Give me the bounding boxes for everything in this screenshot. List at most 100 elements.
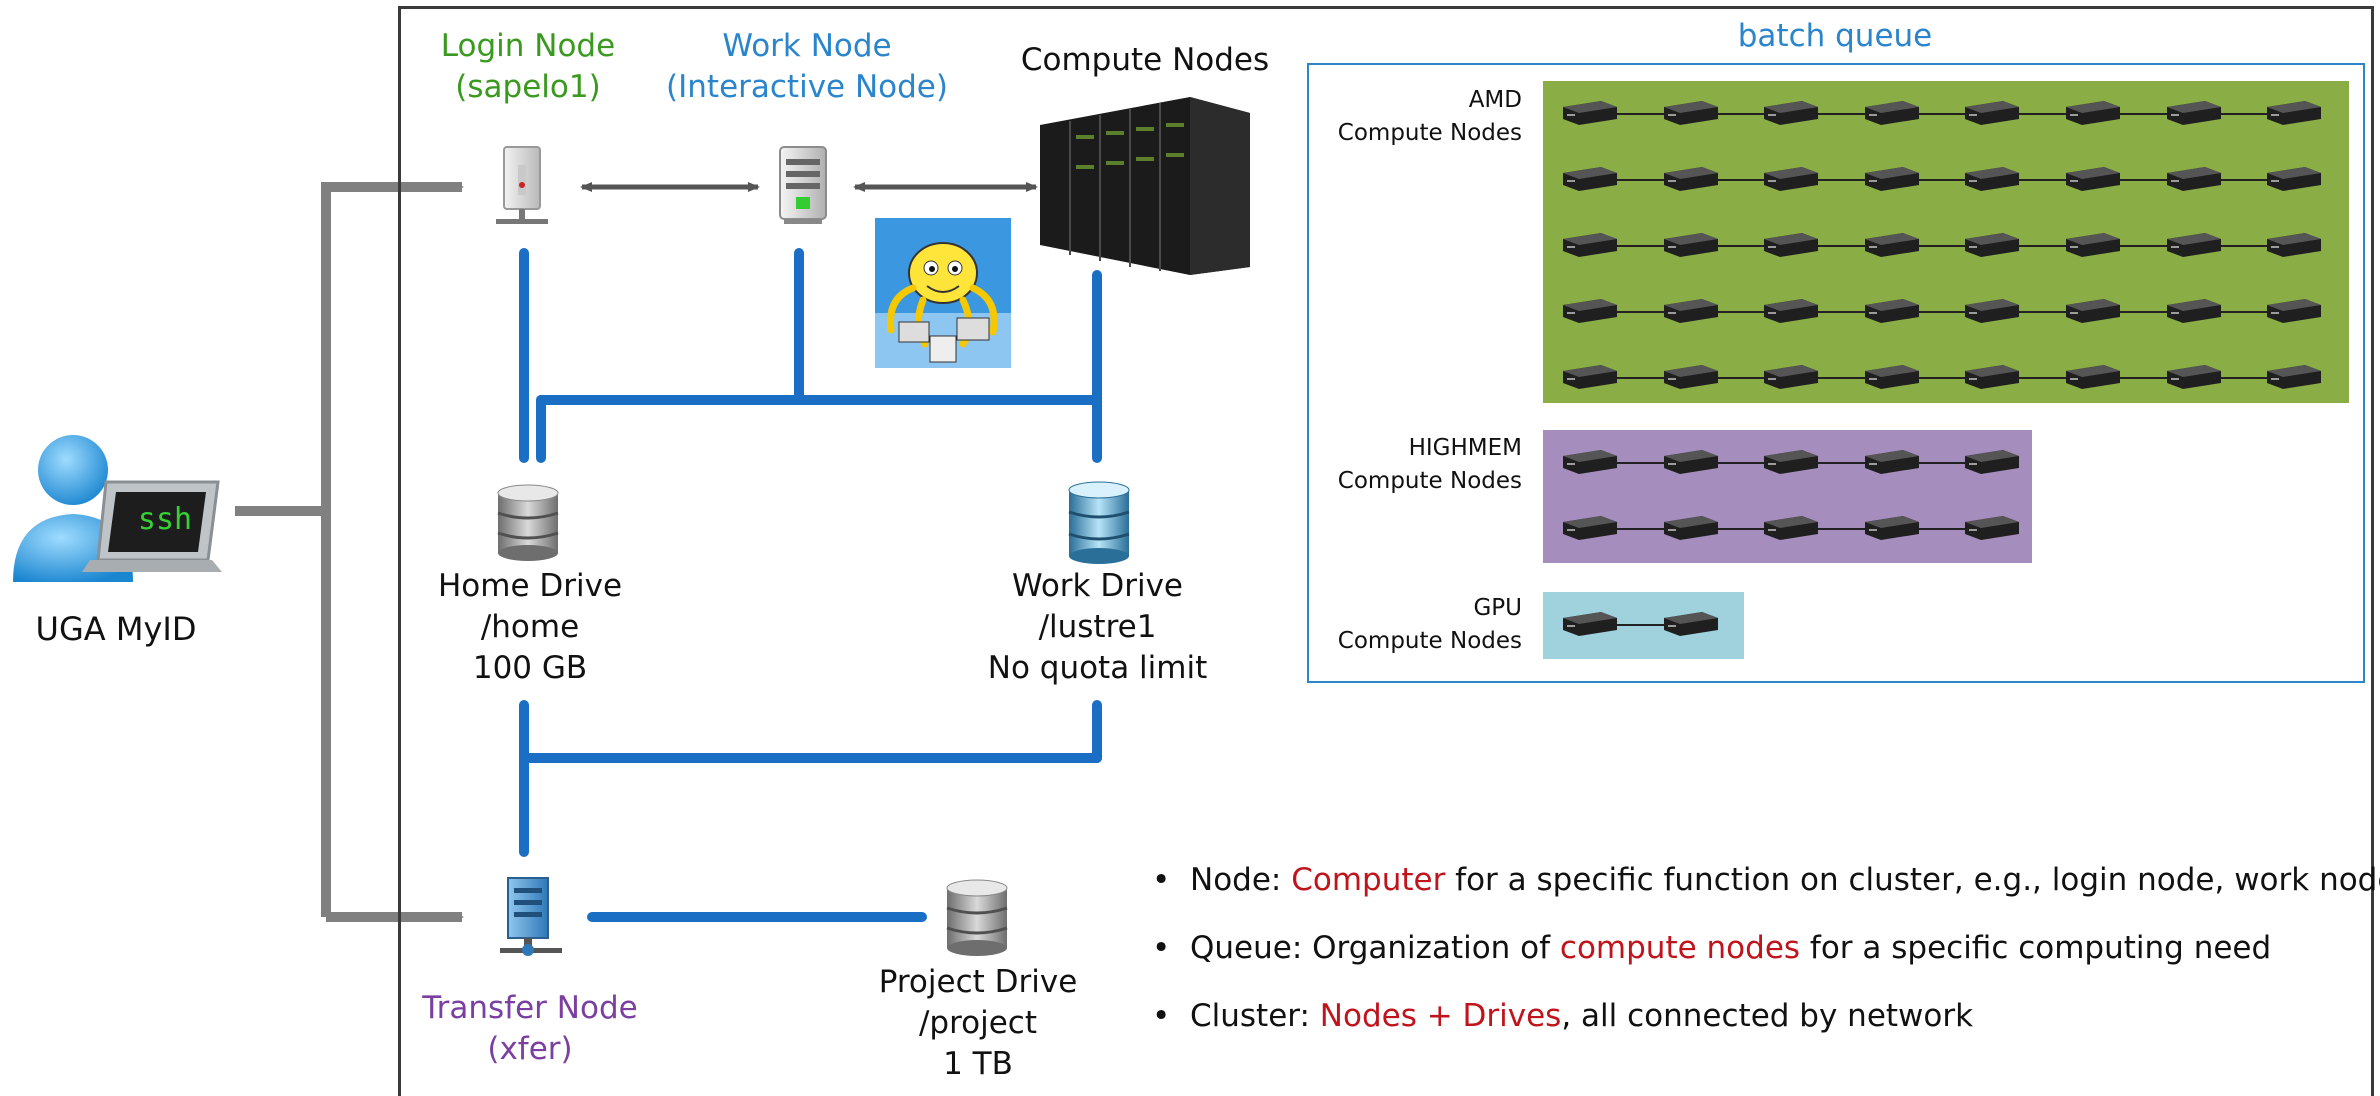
work-node-name: Work Node — [722, 28, 892, 64]
user-with-laptop-icon — [13, 435, 222, 582]
compute-node-icon — [1863, 361, 1921, 391]
transfer-node-host: (xfer) — [487, 1030, 573, 1067]
compute-node-icon — [1963, 97, 2021, 127]
node-link-line — [1591, 179, 2296, 181]
compute-node-icon — [2165, 229, 2223, 259]
home-drive-label: Home Drive /home 100 GB — [420, 566, 640, 689]
work-drive-path: /lustre1 — [1038, 608, 1157, 645]
batch-queue-title: batch queue — [1737, 18, 1933, 54]
definitions-list: Node: Computer for a specific function o… — [1148, 862, 2380, 1066]
compute-node-icon — [2064, 97, 2122, 127]
bullet-text: , all connected by network — [1561, 998, 1974, 1034]
gpu-queue-label: GPU Compute Nodes — [1300, 592, 1522, 657]
definition-queue: Queue: Organization of compute nodes for… — [1148, 930, 2380, 998]
definition-cluster: Cluster: Nodes + Drives, all connected b… — [1148, 998, 2380, 1066]
compute-node-icon — [1561, 97, 1619, 127]
compute-rack-icon — [1040, 97, 1250, 275]
bullet-text: Node: — [1190, 862, 1292, 898]
login-node-title: Login Node (sapelo1) — [428, 26, 628, 108]
node-link-line — [1591, 377, 2296, 379]
compute-node-icon — [1561, 446, 1619, 476]
amd-queue-label: AMD Compute Nodes — [1300, 84, 1522, 149]
node-link-line — [1591, 624, 1692, 626]
compute-node-icon — [1662, 446, 1720, 476]
cluster-boundary — [398, 6, 2374, 1096]
octopus-cartoon-image — [875, 218, 1011, 368]
compute-node-icon — [1662, 163, 1720, 193]
compute-node-icon — [2265, 361, 2323, 391]
ssh-connection-arrows — [235, 182, 464, 922]
compute-node-icon — [1963, 295, 2021, 325]
bullet-text: for a specific function on cluster, e.g.… — [1445, 862, 2380, 898]
home-drive-name: Home Drive — [437, 568, 623, 604]
bullet-highlight: Computer — [1291, 862, 1446, 898]
bullet-highlight: compute nodes — [1559, 930, 1801, 966]
login-server-icon — [496, 146, 548, 224]
compute-node-icon — [1662, 229, 1720, 259]
work-drive-quota: No quota limit — [987, 649, 1208, 686]
compute-node-icon — [2165, 361, 2223, 391]
compute-node-icon — [1561, 608, 1619, 638]
work-drive-label: Work Drive /lustre1 No quota limit — [960, 566, 1235, 689]
project-drive-quota: 1 TB — [943, 1045, 1013, 1082]
laptop-screen-text: ssh — [137, 502, 193, 537]
compute-node-icon — [2064, 361, 2122, 391]
compute-node-icon — [1662, 512, 1720, 542]
compute-node-icon — [1662, 608, 1720, 638]
compute-node-icon — [1561, 229, 1619, 259]
compute-node-icon — [1963, 163, 2021, 193]
compute-node-icon — [2265, 163, 2323, 193]
compute-node-icon — [1762, 163, 1820, 193]
node-link-line — [1591, 245, 2296, 247]
user-label: UGA MyID — [35, 610, 197, 648]
compute-node-icon — [2064, 295, 2122, 325]
compute-node-icon — [2064, 229, 2122, 259]
highmem-queue-label: HIGHMEM Compute Nodes — [1300, 432, 1522, 497]
compute-node-icon — [1561, 163, 1619, 193]
gpu-queue-name: GPU — [1473, 595, 1522, 621]
storage-network-lines — [519, 248, 1102, 922]
batch-queue-frame — [1307, 63, 2365, 683]
work-server-icon — [779, 146, 827, 224]
project-drive-name: Project Drive — [878, 964, 1078, 1000]
bullet-text: for a specific computing need — [1800, 930, 2272, 966]
definition-node: Node: Computer for a specific function o… — [1148, 862, 2380, 930]
compute-node-icon — [1863, 229, 1921, 259]
work-drive-icon — [1068, 481, 1130, 564]
home-drive-quota: 100 GB — [472, 649, 588, 686]
compute-node-icon — [2165, 295, 2223, 325]
amd-queue-name: AMD — [1468, 87, 1522, 113]
work-node-title: Work Node (Interactive Node) — [662, 26, 952, 108]
home-drive-icon — [497, 484, 559, 561]
compute-node-icon — [1963, 446, 2021, 476]
highmem-queue-name: HIGHMEM — [1408, 435, 1522, 461]
login-node-host: (sapelo1) — [455, 68, 601, 105]
transfer-node-title: Transfer Node (xfer) — [410, 988, 650, 1070]
compute-node-icon — [1863, 512, 1921, 542]
compute-node-icon — [1863, 163, 1921, 193]
compute-node-icon — [1963, 512, 2021, 542]
compute-node-icon — [1561, 512, 1619, 542]
compute-node-icon — [1963, 361, 2021, 391]
compute-node-icon — [1762, 229, 1820, 259]
node-link-line — [1591, 113, 2296, 115]
transfer-node-name: Transfer Node — [422, 990, 638, 1026]
work-node-desc: (Interactive Node) — [666, 68, 948, 105]
home-drive-path: /home — [480, 608, 580, 645]
compute-node-icon — [1662, 361, 1720, 391]
work-drive-name: Work Drive — [1012, 568, 1183, 604]
compute-node-icon — [1561, 295, 1619, 325]
compute-node-icon — [1863, 97, 1921, 127]
compute-node-icon — [1863, 446, 1921, 476]
compute-node-icon — [1963, 229, 2021, 259]
node-link-line — [1591, 311, 2296, 313]
project-drive-path: /project — [918, 1004, 1038, 1041]
compute-node-icon — [1561, 361, 1619, 391]
compute-node-icon — [2064, 163, 2122, 193]
project-drive-label: Project Drive /project 1 TB — [868, 962, 1088, 1085]
compute-nodes-title: Compute Nodes — [1020, 42, 1270, 78]
amd-compute-panel — [1543, 81, 2349, 403]
compute-node-icon — [1662, 295, 1720, 325]
gpu-compute-panel — [1543, 592, 1744, 659]
bullet-text: Cluster: — [1190, 998, 1320, 1034]
